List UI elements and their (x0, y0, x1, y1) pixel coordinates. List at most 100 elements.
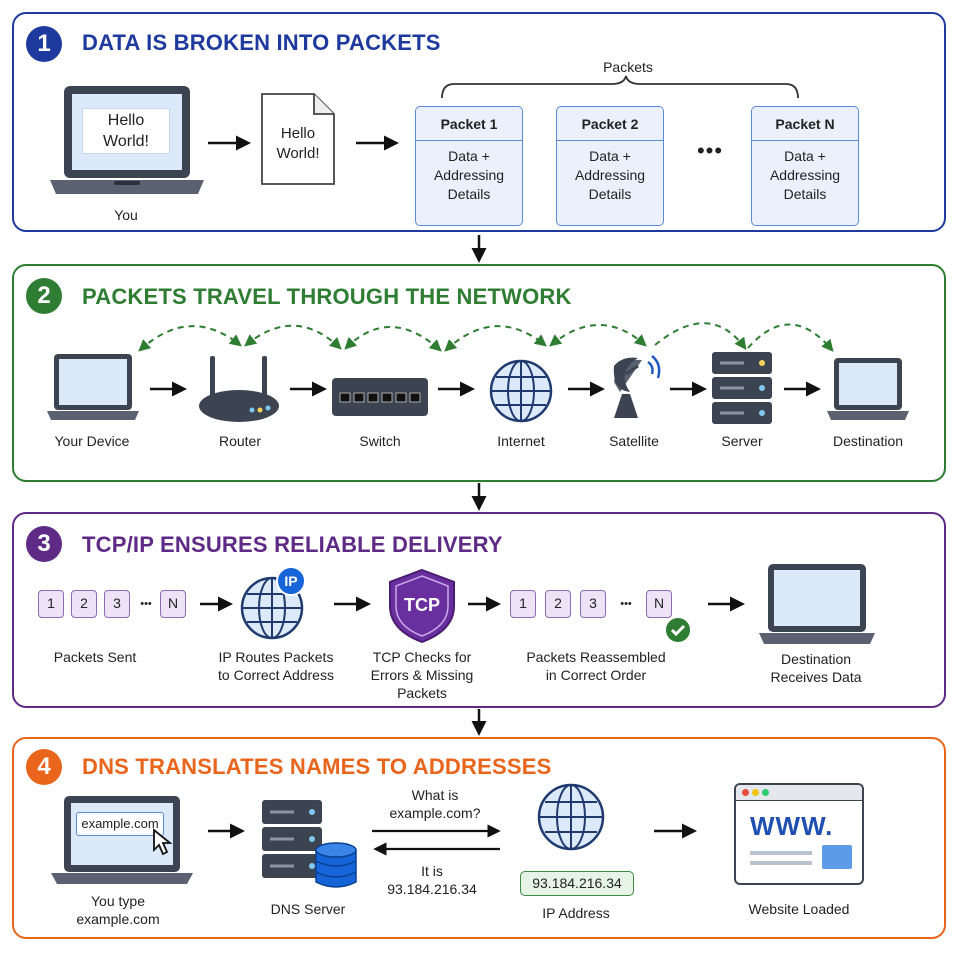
globe-icon (489, 359, 553, 423)
url-text: example.com (81, 816, 159, 831)
arrow-icon (708, 596, 745, 612)
node-label: Switch (359, 433, 401, 449)
node-label: Satellite (609, 433, 659, 449)
sequence-box: N (160, 590, 186, 618)
you-type-label: You type example.com (76, 893, 160, 927)
dns-server-icon (262, 800, 357, 888)
ellipsis: ••• (696, 138, 724, 163)
image-placeholder (822, 845, 852, 869)
checkmark-icon (664, 616, 692, 644)
packet-body: Data + Addressing Details (433, 148, 505, 202)
laptop-icon (759, 564, 875, 644)
packet-name: Packet 2 (557, 107, 663, 141)
minimize-dot-icon (752, 789, 759, 796)
destination-receives-label: Destination Receives Data (770, 651, 862, 685)
you-label: You (114, 207, 138, 223)
sequence-box: 1 (510, 590, 536, 618)
document-icon (261, 93, 335, 185)
website-loaded-label: Website Loaded (748, 901, 850, 917)
laptop-screen-text: Hello World! (103, 112, 149, 150)
tcp-checks-label: TCP Checks for Errors & Missing Packets (370, 649, 474, 701)
section-2-badge: 2 (26, 278, 62, 314)
ellipsis: ••• (620, 598, 632, 610)
globe-icon (537, 783, 605, 851)
www-text: WWW. (750, 811, 834, 841)
laptop-icon (47, 354, 139, 420)
query-text: What is example.com? (389, 787, 481, 821)
arrow-icon (356, 135, 399, 151)
section-4-badge: 4 (26, 749, 62, 785)
section-3-badge: 3 (26, 526, 62, 562)
arrow-icon (784, 381, 821, 397)
sequence-box: 2 (71, 590, 97, 618)
node-label: Router (218, 433, 262, 449)
dns-server-label: DNS Server (270, 901, 346, 917)
node-label: Server (721, 433, 763, 449)
arrow-icon (334, 596, 371, 612)
sequence-box: 3 (580, 590, 606, 618)
section-1-badge: 1 (26, 26, 62, 62)
maximize-dot-icon (762, 789, 769, 796)
packet-name: Packet 1 (416, 107, 522, 141)
arrow-icon (208, 135, 251, 151)
url-bar (76, 812, 164, 836)
arrow-icon (568, 381, 605, 397)
reassembled-label: Packets Reassembled in Correct Order (526, 649, 666, 683)
section-3-title: TCP/IP ENSURES RELIABLE DELIVERY (82, 532, 503, 557)
packet-body: Data + Addressing Details (574, 148, 646, 202)
text-line (750, 851, 812, 855)
down-arrow-icon (471, 709, 487, 736)
arrow-icon (373, 842, 500, 856)
arrow-icon (290, 381, 327, 397)
browser-titlebar (736, 785, 862, 801)
node-label: Your Device (54, 433, 130, 449)
document-text: Hello World! (276, 125, 320, 162)
packet-card: Packet 1 Data + Addressing Details (415, 106, 523, 226)
answer-text: It is 93.184.216.34 (387, 863, 477, 897)
arrow-icon (150, 381, 187, 397)
tcp-badge-text: TCP (404, 595, 440, 615)
packet-name: Packet N (752, 107, 858, 141)
sequence-box: 2 (545, 590, 571, 618)
text-line (750, 861, 812, 865)
section-4-title: DNS TRANSLATES NAMES TO ADDRESSES (82, 754, 552, 779)
down-arrow-icon (471, 235, 487, 263)
packet-card: Packet 2 Data + Addressing Details (556, 106, 664, 226)
laptop-icon (827, 358, 909, 420)
arrow-icon (208, 823, 245, 839)
arrow-icon (468, 596, 501, 612)
arrow-icon (438, 381, 475, 397)
arrow-icon (200, 596, 233, 612)
browser-window: WWW. (734, 783, 864, 885)
shield-icon (389, 568, 455, 644)
screen-text-box (82, 108, 170, 154)
ip-address-label: IP Address (542, 905, 610, 921)
brace-icon (441, 75, 799, 99)
node-label: Destination (832, 433, 904, 449)
node-label: Internet (497, 433, 545, 449)
server-icon (712, 352, 772, 424)
arrow-icon (372, 824, 501, 838)
down-arrow-icon (471, 483, 487, 511)
packet-body: Data + Addressing Details (769, 148, 841, 202)
arrow-icon (670, 381, 707, 397)
cursor-icon (153, 828, 173, 856)
section-2-title: PACKETS TRAVEL THROUGH THE NETWORK (82, 284, 572, 309)
packets-sent-label: Packets Sent (53, 649, 137, 665)
ip-badge-icon (276, 566, 306, 596)
ip-address-value: 93.184.216.34 (532, 875, 622, 891)
sequence-box: N (646, 590, 672, 618)
sequence-box: 3 (104, 590, 130, 618)
section-1-title: DATA IS BROKEN INTO PACKETS (82, 30, 441, 55)
ip-badge-text: IP (284, 573, 298, 589)
arrow-icon (654, 823, 697, 839)
router-icon (199, 356, 279, 422)
ip-address-box (520, 871, 634, 896)
packet-card: Packet N Data + Addressing Details (751, 106, 859, 226)
section-2-panel (12, 264, 946, 482)
ip-routes-label: IP Routes Packets to Correct Address (218, 649, 334, 683)
packets-label: Packets (603, 59, 653, 75)
satellite-dish-icon (613, 355, 661, 418)
ellipsis: ••• (140, 598, 152, 610)
